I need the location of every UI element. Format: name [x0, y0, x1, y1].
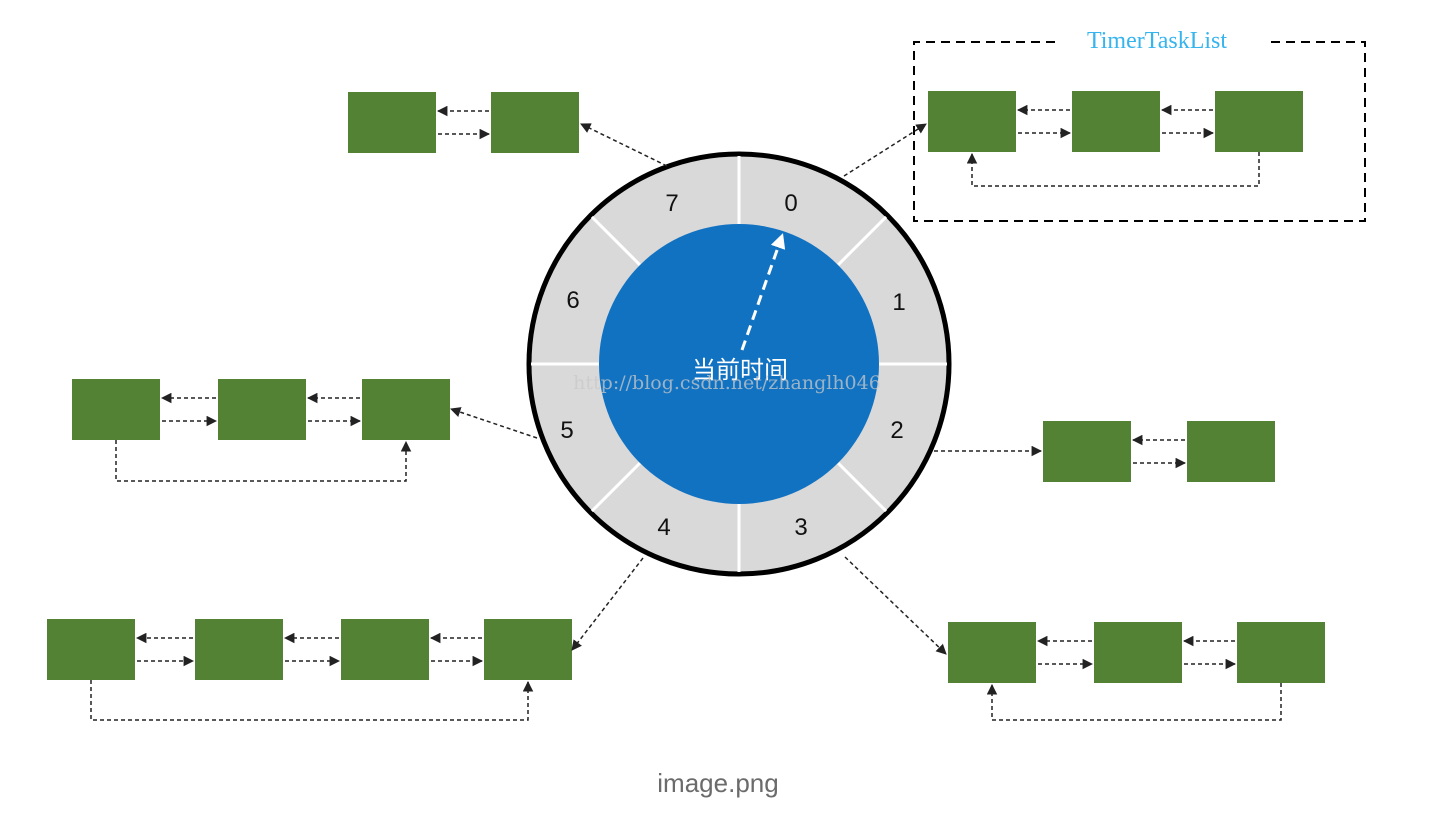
- task-list-slot-5: [72, 379, 538, 482]
- task-node: [948, 622, 1036, 683]
- task-node: [1072, 91, 1160, 152]
- task-list-slot-3: [844, 556, 1325, 721]
- timing-wheel: 当前时间 http://blog.csdn.net/zhanglh046: [526, 151, 952, 577]
- slot-label-4: 4: [657, 514, 670, 541]
- task-node: [1094, 622, 1182, 683]
- wheel-spoke: [836, 215, 888, 267]
- loop-link-arrow: [115, 440, 412, 482]
- task-list-slot-0: [843, 91, 1303, 187]
- slot-pointer-arrow: [843, 123, 927, 177]
- slot-label-1: 1: [892, 289, 905, 316]
- wheel-spoke: [836, 461, 888, 513]
- slot-pointer-arrow: [571, 557, 644, 651]
- time-pointer-arrow: [740, 233, 786, 351]
- slot-label-2: 2: [890, 417, 903, 444]
- task-node: [1215, 91, 1303, 152]
- slot-label-6: 6: [566, 287, 579, 314]
- task-node: [218, 379, 306, 440]
- task-node: [362, 379, 450, 440]
- slot-label-0: 0: [784, 190, 797, 217]
- timer-task-list-box: TimerTaskList: [913, 28, 1366, 222]
- wheel-spoke: [590, 215, 642, 267]
- wheel-spokes: [531, 156, 947, 572]
- task-node: [484, 619, 572, 680]
- task-node: [928, 91, 1016, 152]
- image-caption: image.png: [657, 768, 779, 798]
- task-list-slot-4: [47, 557, 644, 721]
- slot-label-3: 3: [794, 514, 807, 541]
- slot-pointer-arrow: [580, 123, 668, 167]
- slot-pointer-arrow: [450, 407, 538, 439]
- loop-link-arrow: [90, 680, 534, 721]
- slot-label-7: 7: [665, 190, 678, 217]
- loop-link-arrow: [986, 683, 1282, 721]
- wheel-spoke: [590, 461, 642, 513]
- task-node: [47, 619, 135, 680]
- task-node: [72, 379, 160, 440]
- task-node: [348, 92, 436, 153]
- slot-label-5: 5: [560, 417, 573, 444]
- watermark: http://blog.csdn.net/zhanglh046: [573, 372, 881, 394]
- task-node: [1187, 421, 1275, 482]
- task-node: [195, 619, 283, 680]
- loop-link-arrow: [966, 152, 1260, 187]
- task-node: [341, 619, 429, 680]
- task-list-slot-7: [348, 92, 668, 167]
- slot-pointer-arrow: [844, 556, 947, 655]
- task-node: [491, 92, 579, 153]
- timer-task-list-title: TimerTaskList: [1087, 28, 1227, 54]
- timing-wheel-diagram: 当前时间 http://blog.csdn.net/zhanglh046 0 1…: [47, 28, 1366, 721]
- task-node: [1237, 622, 1325, 683]
- task-list-slot-2: [934, 421, 1275, 482]
- current-time-disk: [599, 224, 879, 504]
- center-label: 当前时间: [692, 356, 788, 384]
- task-lists: [47, 91, 1325, 721]
- task-node: [1043, 421, 1131, 482]
